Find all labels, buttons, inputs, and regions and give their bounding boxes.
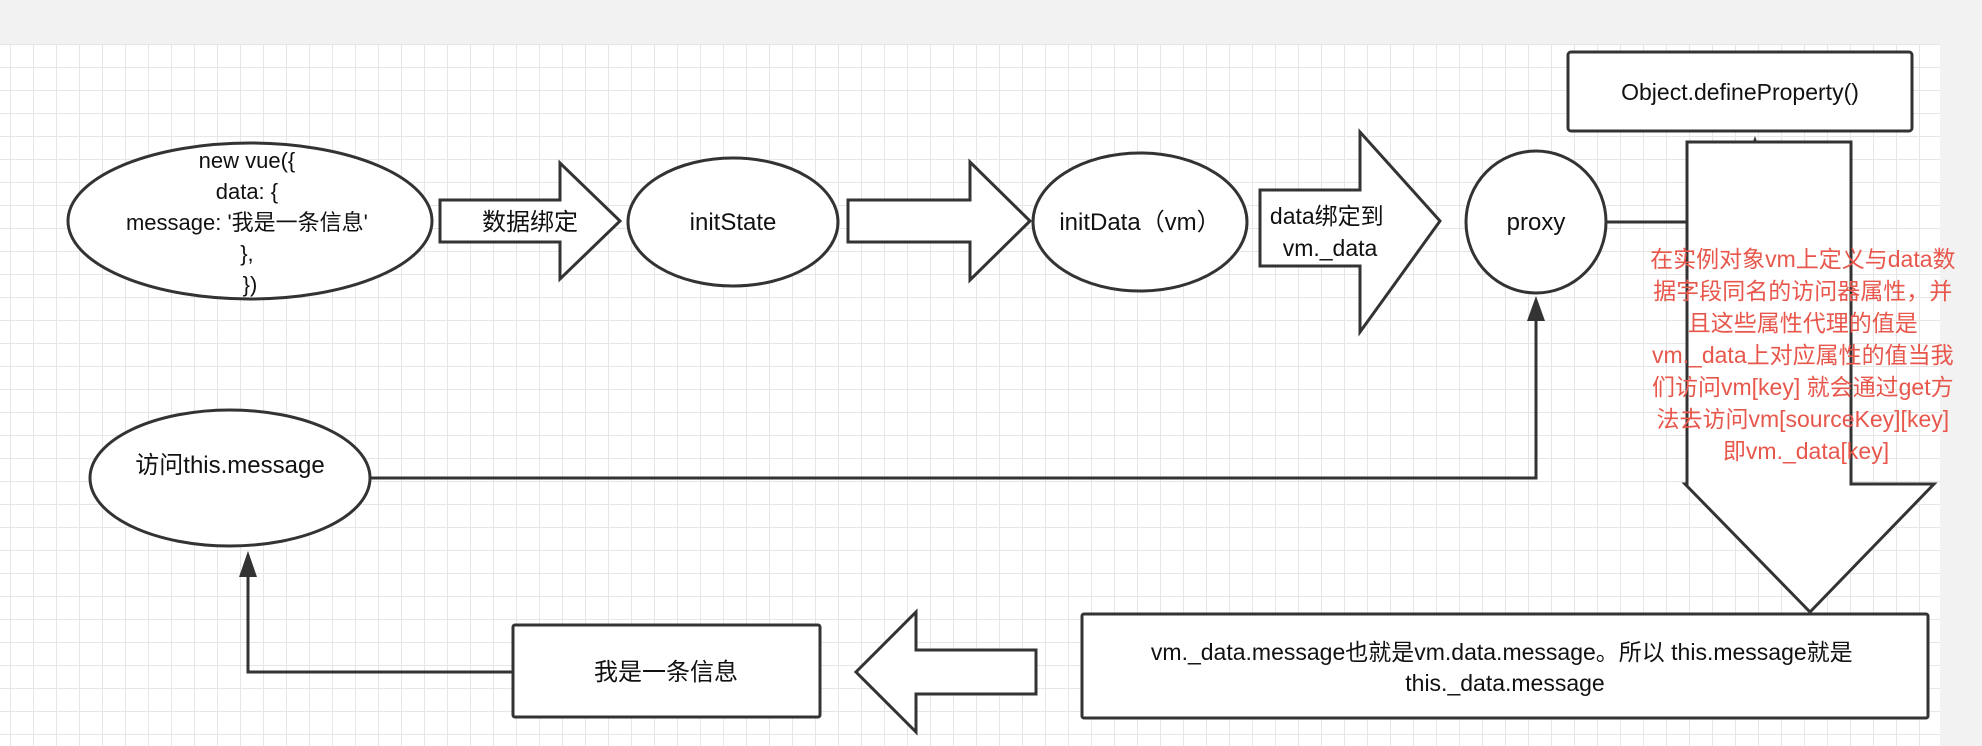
init-data-label: initData（vm） — [1059, 209, 1220, 236]
svg-text:new vue({ data: {: new vue({ data: { message: '我是一条信息' }, }… — [126, 148, 374, 297]
new-vue-line: message: '我是一条信息' — [126, 210, 368, 235]
note-line: 在实例对象vm上定义与data数 — [1650, 246, 1955, 272]
connector-access-to-proxy — [370, 296, 1545, 480]
new-vue-line: data: { — [216, 179, 278, 204]
node-bind-arrow: 数据绑定 — [438, 159, 623, 283]
connector-value-to-access — [239, 551, 513, 674]
access-message-label: 访问this.message — [135, 452, 324, 479]
node-result-box: vm._data.message也就是vm.data.message。所以 th… — [1080, 612, 1930, 720]
svg-text:data绑定到 vm._data: data绑定到 vm._data — [1270, 203, 1390, 261]
message-value-label: 我是一条信息 — [594, 659, 738, 686]
node-access-message: 访问this.message — [88, 408, 372, 548]
result-box-line: vm._data.message也就是vm.data.message。所以 th… — [1151, 639, 1853, 665]
bind-arrow-label: 数据绑定 — [482, 209, 578, 236]
note-line: 据字段同名的访问器属性，并 — [1653, 278, 1952, 304]
note-line: 们访问vm[key] 就会通过get方 — [1652, 374, 1954, 400]
new-vue-line: }, — [240, 241, 253, 266]
node-new-vue: new vue({ data: { message: '我是一条信息' }, }… — [66, 141, 434, 301]
node-init-data: initData（vm） — [1031, 151, 1249, 293]
new-vue-line: }) — [243, 272, 258, 297]
big-down-arrow — [1681, 140, 1938, 615]
note-line: 且这些属性代理的值是 — [1688, 310, 1918, 336]
svg-text:在实例对象vm上定义与data数 据字段同名的访: 在实例对象vm上定义与data数 据字段同名的访问器属性，并 且这些属性代理的值… — [1650, 246, 1962, 464]
canvas-right-strip — [1940, 44, 1982, 746]
proxy-label: proxy — [1507, 209, 1566, 236]
node-proxy: proxy — [1464, 149, 1608, 295]
note-line: 法去访问vm[sourceKey][key] — [1656, 406, 1949, 432]
init-state-label: initState — [690, 209, 777, 236]
node-define-property: Object.defineProperty() — [1566, 50, 1914, 133]
new-vue-line: new vue({ — [199, 148, 296, 173]
block-arrow-left — [853, 608, 1038, 736]
note-line: vm._data上对应属性的值当我 — [1652, 342, 1954, 368]
node-data-bind-arrow: data绑定到 vm._data — [1258, 128, 1442, 337]
block-arrow-state-to-data — [846, 158, 1033, 284]
node-message-value: 我是一条信息 — [511, 623, 822, 719]
result-box-line: this._data.message — [1405, 670, 1604, 696]
note-line: 即vm._data[key] — [1723, 438, 1889, 464]
data-bind-arrow-line: data绑定到 — [1270, 203, 1384, 229]
note-explanation: 在实例对象vm上定义与data数 据字段同名的访问器属性，并 且这些属性代理的值… — [1650, 246, 1962, 464]
svg-text:vm._data.message也就是vm.data.mes: vm._data.message也就是vm.data.message。所以 th… — [1151, 639, 1859, 696]
node-init-state: initState — [626, 156, 840, 288]
define-property-label: Object.defineProperty() — [1621, 79, 1859, 105]
data-bind-arrow-line: vm._data — [1283, 235, 1378, 261]
